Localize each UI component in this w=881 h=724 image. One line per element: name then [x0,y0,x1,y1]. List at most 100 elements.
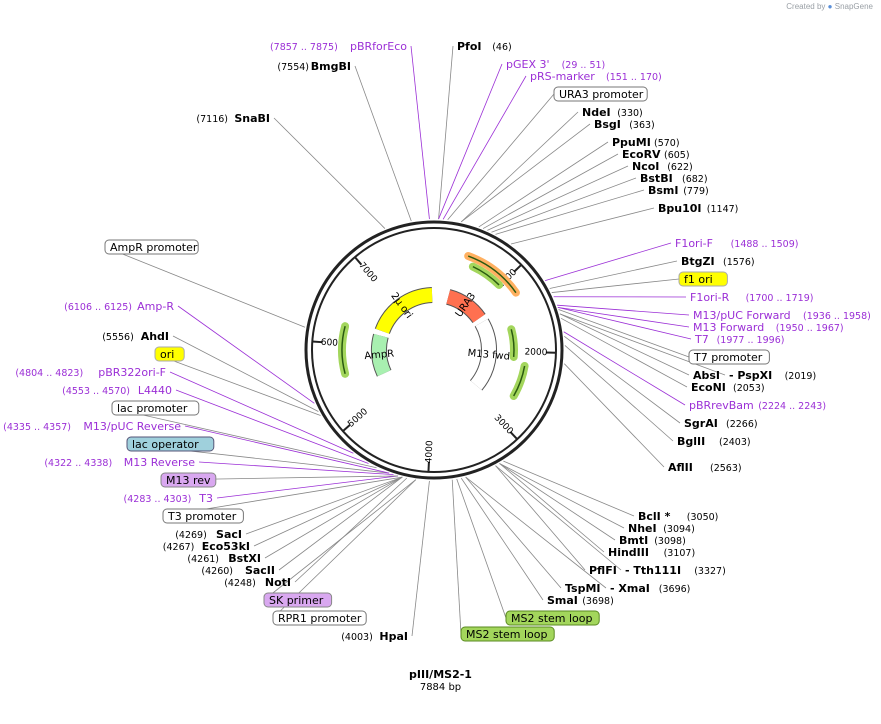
label-name-amp-r: Amp-R [137,300,174,313]
label-pos-t3: (4283 .. 4303) [124,494,192,505]
leader-bglii [564,345,674,442]
label-pos-snabi: (7116) [196,114,228,125]
label-name-pbrforeco: pBRforEco [350,40,407,53]
label-pos-f1ori-f: (1488 .. 1509) [731,239,799,250]
label-name-saci: SacI [216,528,242,541]
label-pos-ndei: (330) [617,108,643,119]
leader-pbrrevbam [563,331,686,406]
plasmid-name: pIII/MS2-1 [409,668,472,681]
leader-ncoi [487,165,629,231]
label-box-lac-promoter [111,400,200,416]
label-eco53ki: Eco53kI(4267) [163,540,250,553]
label-pos-bsgi: (363) [629,120,655,131]
label-aflii: AflII(2563) [668,461,742,474]
label-name-smai: SmaI [547,594,578,607]
label-m13-rev: M13 rev [160,472,217,488]
leader-t7 [557,306,692,340]
label-name-l4440: L4440 [138,384,172,397]
label-name-ecorv: EcoRV [622,148,661,161]
label-name-f1ori-f: F1ori-F [675,237,713,250]
leader-lac-promoter [111,407,377,469]
label-pos-m13-puc-reverse: (4335 .. 4357) [3,422,71,433]
label-name-pbr322ori-f: pBR322ori-F [98,366,166,379]
label-prs-marker: pRS-marker(151 .. 170) [530,70,662,83]
label-pos-bsmi: (779) [683,186,709,197]
label-bmgbi: BmgBI(7554) [277,60,351,73]
label-box-sk-primer [263,592,333,608]
leader-ndei [460,111,579,223]
label-pos-xmai: (3696) [659,584,691,595]
label-name-sk-primer: SK primer [269,594,324,607]
label-smai: SmaI(3698) [547,594,614,607]
backbone-inner-strand [311,227,557,473]
label-pos-pbrrevbam: (2224 .. 2243) [758,401,826,412]
label-pos-aflii: (2563) [710,463,742,474]
tick-label-6000: 6000 [320,338,344,350]
label-nhei: NheI(3094) [628,522,695,535]
label-pgex-3: pGEX 3'(29 .. 51) [506,58,605,71]
created-by-credit: Created by ● SnapGene [786,2,873,11]
label-box-ura3-promoter [553,86,648,102]
label-pbrrevbam: pBRrevBam(2224 .. 2243) [689,399,826,412]
leader-noti [294,477,408,583]
leader-bmti [499,463,616,541]
leader-snabi [273,117,386,229]
snapgene-logo-icon: ● [827,2,833,11]
tick-label-7000: 7000 [356,261,379,285]
label-m13-forward: M13 Forward(1950 .. 1967) [693,321,844,334]
leader-ura3-promoter [447,93,555,220]
label-name-f1ori-r: F1ori-R [690,291,730,304]
label-name-ura3-promoter: URA3 promoter [559,88,644,101]
label-name-lac-operator: lac operator [132,438,199,451]
label-hpai: HpaI (4003) [341,630,408,643]
label-name-bmti: BmtI [619,534,648,547]
leader-xmai [465,476,607,589]
label-name-snabi: SnaBI [234,112,270,125]
label-name-hpai: HpaI [379,630,408,643]
label-name-sacii: SacII [245,564,275,577]
label-pos-m13-forward: (1950 .. 1967) [776,323,844,334]
label-name-prs-marker: pRS-marker [530,70,595,83]
leader-hpai [411,480,430,637]
leader-btgzi [549,260,678,289]
label-name-m13-puc-forward: M13/pUC Forward [693,309,791,322]
leader-bmgbi [354,65,412,222]
label-pos-nhei: (3094) [663,524,695,535]
label-snabi: SnaBI (7116) [196,112,270,125]
label-m13-puc-reverse: M13/pUC Reverse(4335 .. 4357) [3,420,181,433]
label-name-xmai: - XmaI [610,582,650,595]
label-pos-bmti: (3098) [654,536,686,547]
label-bcli: BclI *(3050) [638,510,718,523]
label-name-ndei: NdeI [582,106,611,119]
label-pbrforeco: pBRforEco(7857 .. 7875) [270,40,407,53]
leader-aflii [563,363,665,468]
tick-label-5000: 5000 [346,407,370,430]
leader-nhei [499,463,625,529]
leader-pflfi [495,465,586,571]
leader-tth111i [495,465,622,571]
label-name-pgex-3: pGEX 3' [506,58,550,71]
label-ori: ori [154,346,185,362]
leader-saci [245,476,403,535]
backbone-outer-strand [304,220,564,480]
label-box-m13-rev [160,472,217,488]
label-pos-hpai: (4003) [341,632,373,643]
label-bpu10i: Bpu10I(1147) [658,202,738,215]
label-ndei: NdeI (330) [582,106,643,119]
label-pos-amp-r: (6106 .. 6125) [64,302,132,313]
leader-pbr322ori-f [169,371,354,454]
tick-label-2000: 2000 [524,348,547,359]
snapgene-brand-name: SnapGene [834,2,873,11]
label-name-bpu10i: Bpu10I [658,202,702,215]
leader-bsmi [495,189,645,235]
label-name-tspmi: TspMI [565,582,601,595]
leader-f1ori-f [544,242,672,281]
leader-f1-ori [551,278,680,293]
label-pos-pspxi: (2019) [785,371,817,382]
green-arc-4-line [341,325,346,375]
label-box-f1-ori [678,271,728,287]
leader-t7-promoter [558,309,690,358]
label-name-ppumi: PpuMI [612,136,651,149]
